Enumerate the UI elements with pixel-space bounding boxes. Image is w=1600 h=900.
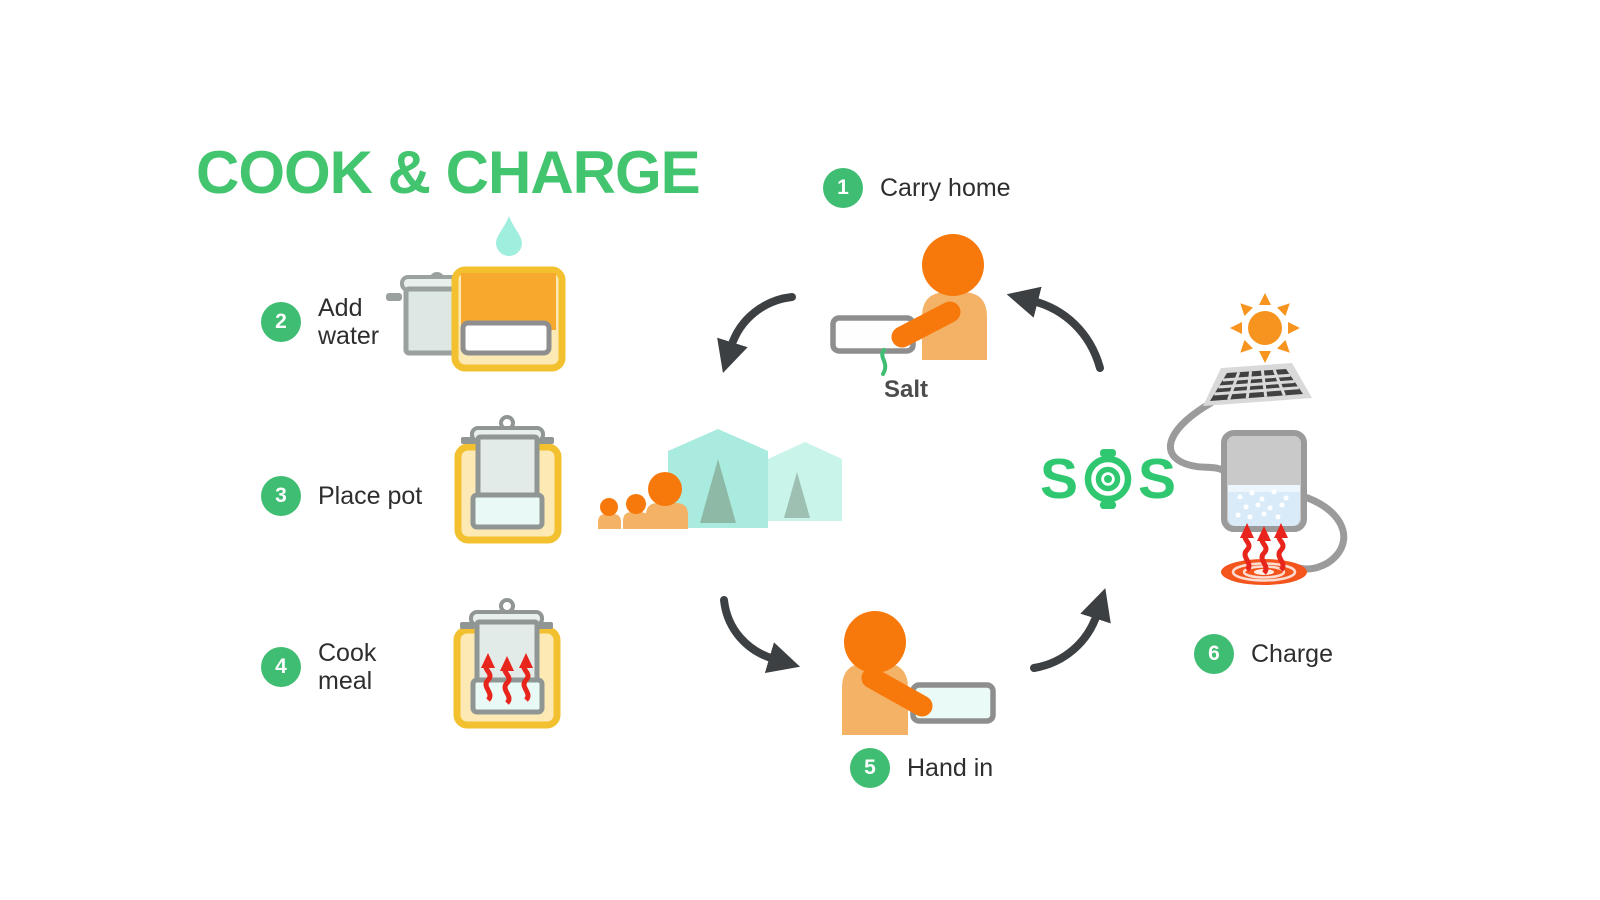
camp-family-icon xyxy=(598,472,688,529)
tent-icon xyxy=(668,429,768,528)
sun-icon xyxy=(1230,293,1300,363)
cooker-add-water-icon xyxy=(386,266,566,372)
heat-arrows-icon xyxy=(481,653,533,703)
power-cable-icon xyxy=(1295,492,1348,573)
step-2-label: Add water xyxy=(318,294,380,350)
heat-arrows-icon xyxy=(1240,523,1288,573)
villager-head xyxy=(844,611,906,673)
water-drop-icon xyxy=(496,216,522,256)
villager-arm xyxy=(891,301,961,348)
salt-granules xyxy=(1235,489,1289,520)
step-6-label: Charge xyxy=(1251,640,1333,668)
step-5: 5 Hand in xyxy=(850,748,993,788)
villager-head xyxy=(922,234,984,296)
sos-logo-s-right: S xyxy=(1138,446,1177,511)
sos-logo-s-left: S xyxy=(1040,446,1079,511)
step-1-badge: 1 xyxy=(823,168,863,208)
solar-panel-icon xyxy=(1203,363,1312,406)
tent-door xyxy=(784,472,810,518)
step-4: 4 Cook meal xyxy=(261,639,376,695)
sos-logo: S S xyxy=(1040,448,1176,510)
step-1: 1 Carry home xyxy=(823,168,1011,208)
cooker-place-pot-icon xyxy=(454,415,562,544)
cycle-arrow-handin-to-charge xyxy=(1030,588,1111,672)
heat-glow-icon xyxy=(1221,559,1307,585)
villager-handing-in-icon xyxy=(842,611,996,735)
tent-door xyxy=(700,459,736,523)
step-3: 3 Place pot xyxy=(261,476,422,516)
step-2-badge: 2 xyxy=(261,302,301,342)
power-cable-icon xyxy=(1166,399,1230,476)
sos-pot-o-icon xyxy=(1084,449,1132,509)
cycle-arrow-camp-to-handin xyxy=(720,596,801,673)
step-2: 2 Add water xyxy=(261,294,379,350)
cooker-cook-meal-icon xyxy=(453,598,561,729)
cooking-pot-icon xyxy=(386,272,472,356)
step-3-badge: 3 xyxy=(261,476,301,516)
salt-label: Salt xyxy=(884,376,929,403)
step-6-badge: 6 xyxy=(1194,634,1234,674)
page-title: COOK & CHARGE xyxy=(196,139,701,206)
villager-carrying-salt-icon xyxy=(830,234,987,376)
cycle-arrow-carry-to-camp xyxy=(717,293,796,373)
villager-arm xyxy=(861,667,933,717)
step-6: 6 Charge xyxy=(1194,634,1333,674)
step-4-badge: 4 xyxy=(261,647,301,687)
step-4-label: Cook meal xyxy=(318,639,377,695)
salt-box-icon xyxy=(830,315,916,354)
camp-tents-icon xyxy=(668,429,842,528)
villager-body xyxy=(842,663,908,735)
cook-charge-device-icon xyxy=(451,266,566,372)
tent-icon xyxy=(768,442,842,521)
salt-box-icon xyxy=(910,682,996,724)
salt-battery-icon xyxy=(1221,430,1307,532)
step-3-label: Place pot xyxy=(318,482,423,510)
cycle-arrow-charge-to-carry xyxy=(1006,286,1104,372)
step-5-badge: 5 xyxy=(850,748,890,788)
step-1-label: Carry home xyxy=(880,174,1011,202)
step-5-label: Hand in xyxy=(907,754,994,782)
salt-pointer-line xyxy=(880,348,888,376)
villager-body xyxy=(922,292,987,360)
